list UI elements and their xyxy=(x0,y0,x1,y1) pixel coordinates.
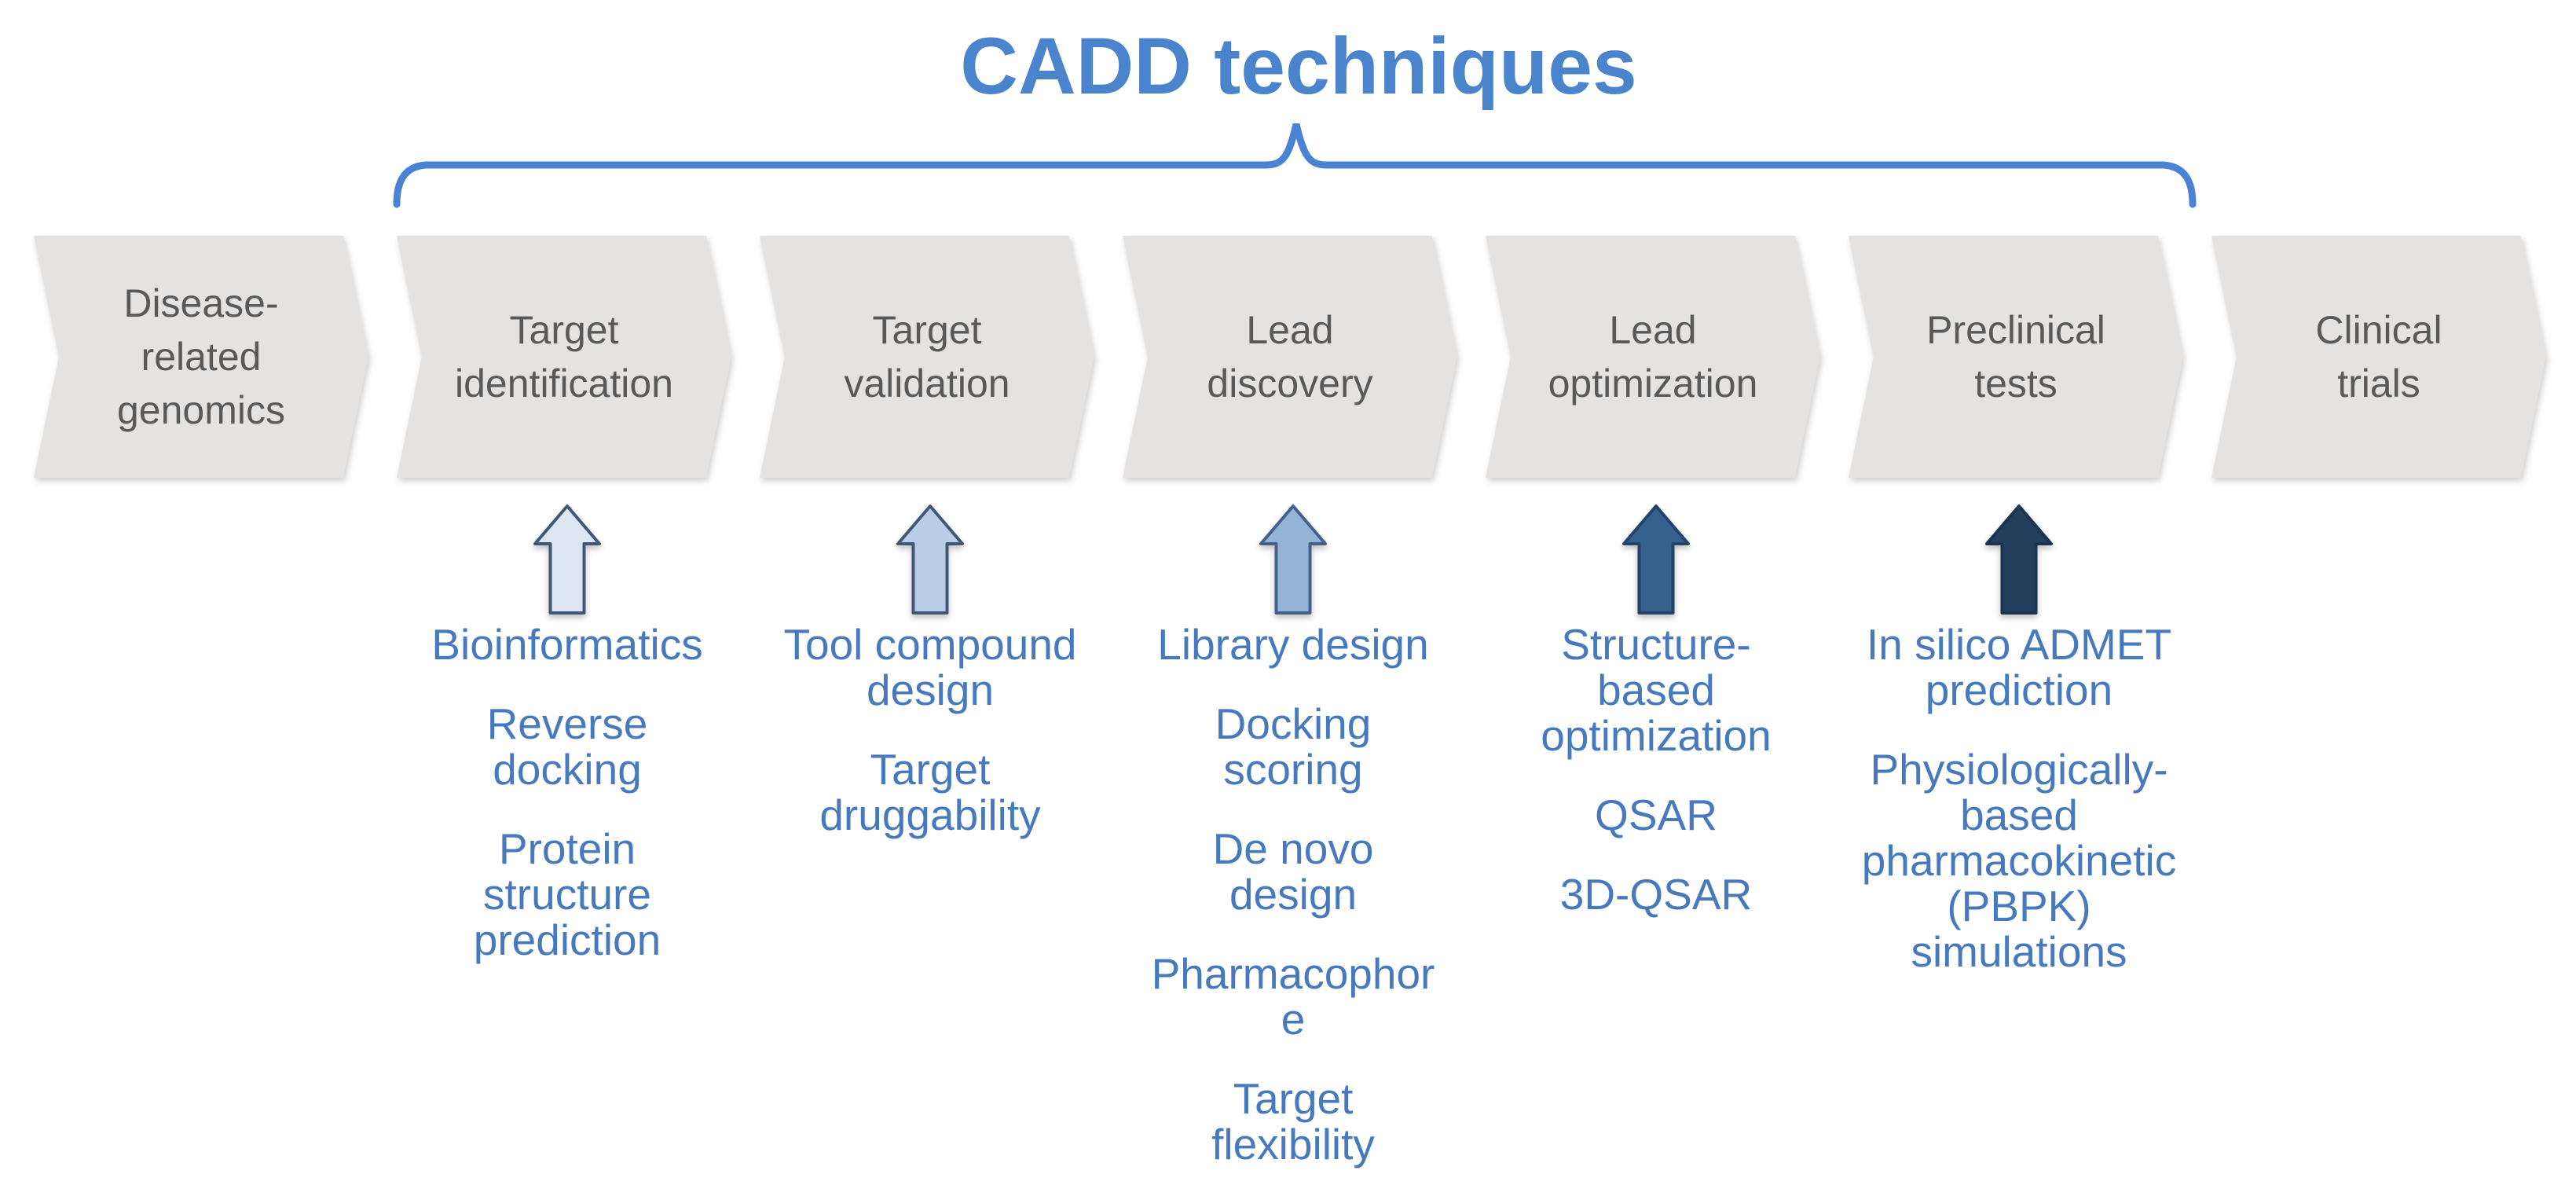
technique-line: Structure- xyxy=(1561,620,1751,669)
technique-item: Library design xyxy=(1152,622,1435,667)
chevron-shape xyxy=(1123,236,1457,478)
technique-item: QSAR xyxy=(1541,792,1771,838)
technique-line: Target xyxy=(870,745,991,794)
stage-label-line: Lead xyxy=(1609,308,1697,352)
technique-line: scoring xyxy=(1223,745,1363,794)
stage-label-line: related xyxy=(141,335,262,379)
up-arrow-icon-target-validation xyxy=(885,503,975,620)
stage-label: Clinical trials xyxy=(2211,236,2546,478)
technique-line: Physiologically- xyxy=(1870,745,2168,794)
stage-label: Disease-related genomics xyxy=(34,236,368,478)
stage-label-line: discovery xyxy=(1207,361,1373,405)
stage-label-line: optimization xyxy=(1548,361,1758,405)
technique-line: druggability xyxy=(819,791,1041,839)
stage-chevron-target-validation: Target validation xyxy=(760,236,1094,478)
chevron-shape xyxy=(1486,236,1820,478)
technique-line: based xyxy=(1960,791,2078,839)
technique-line: prediction xyxy=(1925,666,2113,714)
stage-chevron-lead-discovery: Lead discovery xyxy=(1123,236,1457,478)
chevron-shape xyxy=(2211,236,2546,478)
stage-label-line: Target xyxy=(872,308,982,352)
technique-item: 3D-QSAR xyxy=(1541,871,1771,917)
stage-label-line: Preclinical xyxy=(1926,308,2105,352)
technique-line: QSAR xyxy=(1595,791,1717,839)
stage-label-line: Lead xyxy=(1246,308,1334,352)
technique-line: (PBPK) xyxy=(1947,882,2091,930)
stage-chevron-target-identification: Target identification xyxy=(397,236,731,478)
technique-line: design xyxy=(866,666,995,714)
stage-label-line: identification xyxy=(455,361,673,405)
technique-line: pharmacokinetic xyxy=(1861,836,2177,885)
technique-line: Bioinformatics xyxy=(431,620,703,669)
stage-label-line: tests xyxy=(1974,361,2058,405)
technique-line: Docking xyxy=(1215,699,1372,748)
technique-line: Protein xyxy=(498,824,636,873)
stage-label: Lead discovery xyxy=(1123,236,1457,478)
technique-line: optimization xyxy=(1541,711,1772,760)
technique-line: Target xyxy=(1233,1074,1354,1123)
technique-line: In silico ADMET xyxy=(1866,620,2172,669)
stage-label-line: Disease- xyxy=(123,281,279,325)
stage-label: Target validation xyxy=(760,236,1094,478)
up-arrow-icon-preclinical-tests xyxy=(1974,503,2064,620)
technique-line: based xyxy=(1597,666,1715,714)
technique-line: 3D-QSAR xyxy=(1559,870,1753,919)
stage-label-line: trials xyxy=(2337,361,2420,405)
technique-line: flexibility xyxy=(1211,1120,1375,1168)
technique-line: docking xyxy=(493,745,642,794)
technique-line: Reverse xyxy=(486,699,648,748)
up-arrow-icon-lead-discovery xyxy=(1248,503,1338,620)
technique-line: De novo xyxy=(1212,824,1374,873)
up-arrow-icon-target-identification xyxy=(522,503,612,620)
stage-chevron-preclinical-tests: Preclinical tests xyxy=(1849,236,2183,478)
stage-chevron-disease-related-genomics: Disease-related genomics xyxy=(34,236,368,478)
technique-line: Pharmacophor xyxy=(1151,949,1435,998)
stage-chevron-lead-optimization: Lead optimization xyxy=(1486,236,1820,478)
chevron-shape xyxy=(34,236,368,478)
stage-label-line: validation xyxy=(844,361,1010,405)
chevron-shape xyxy=(397,236,731,478)
chevron-shape xyxy=(760,236,1094,478)
technique-line: Tool compound xyxy=(783,620,1077,669)
technique-line: prediction xyxy=(473,915,661,964)
stage-chevron-clinical-trials: Clinical trials xyxy=(2211,236,2546,478)
technique-line: Library design xyxy=(1157,620,1429,669)
technique-line: simulations xyxy=(1911,927,2127,976)
technique-line: structure xyxy=(483,870,651,919)
stage-label: Lead optimization xyxy=(1486,236,1820,478)
stage-label-line: Target xyxy=(509,308,619,352)
page-title: CADD techniques xyxy=(960,21,1637,111)
stage-label-line: genomics xyxy=(117,388,285,432)
up-arrow-icon-lead-optimization xyxy=(1611,503,1701,620)
technique-line: design xyxy=(1229,870,1358,919)
stage-label: Preclinical tests xyxy=(1849,236,2183,478)
technique-line: e xyxy=(1281,995,1306,1044)
stage-label-line: Clinical xyxy=(2315,308,2442,352)
stage-label: Target identification xyxy=(397,236,731,478)
chevron-shape xyxy=(1849,236,2183,478)
cadd-brace xyxy=(393,123,2197,208)
technique-item: Bioinformatics xyxy=(431,622,702,667)
